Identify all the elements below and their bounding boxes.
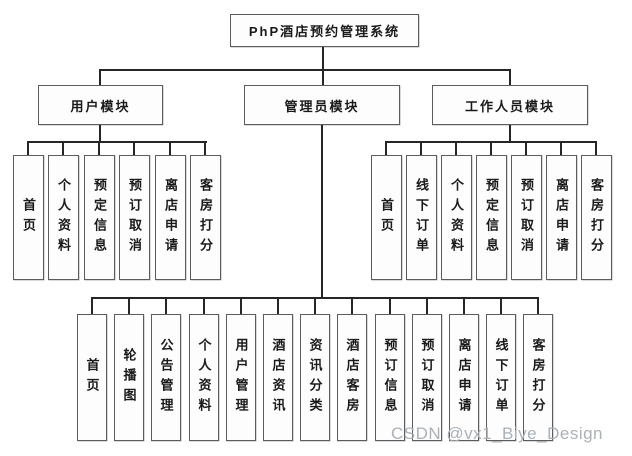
connector-vline: [204, 141, 206, 156]
connector-vline: [500, 297, 502, 315]
connector-vline: [525, 141, 527, 156]
connector-vline: [314, 297, 316, 315]
node-module-staff: 工作人员模块: [432, 85, 588, 125]
node-admin-room-rating: 客房打分: [523, 314, 553, 441]
connector-vline: [509, 69, 511, 86]
node-user-checkout-request: 离店申请: [155, 155, 186, 280]
node-user-room-rating: 客房打分: [190, 155, 221, 280]
connector-vline: [99, 69, 101, 86]
node-admin-offline-orders: 线下订单: [486, 314, 516, 441]
csdn-watermark: CSDN @vx1_Biye_Design: [391, 424, 604, 443]
connector-vline: [27, 141, 29, 156]
connector-vline: [322, 69, 324, 86]
node-admin-profile: 个人资料: [189, 314, 219, 441]
connector-vline: [389, 297, 391, 315]
node-admin-hotel-news: 酒店资讯: [263, 314, 293, 441]
connector-vline: [322, 47, 324, 70]
node-staff-booking-info: 预定信息: [476, 155, 507, 280]
connector-vline: [240, 297, 242, 315]
connector-vline: [99, 125, 101, 141]
node-admin-announcement-mgmt: 公告管理: [151, 314, 181, 441]
node-staff-booking-cancel: 预订取消: [511, 155, 542, 280]
node-module-admin: 管理员模块: [244, 85, 400, 125]
connector-vline: [277, 297, 279, 315]
node-staff-home: 首页: [371, 155, 402, 280]
connector-vline: [165, 297, 167, 315]
connector-vline: [169, 141, 171, 156]
node-admin-booking-info: 预订信息: [375, 314, 405, 441]
node-admin-carousel: 轮播图: [114, 314, 144, 441]
connector-hline: [99, 69, 511, 71]
connector-vline: [128, 297, 130, 315]
node-root-system: PhP酒店预约管理系统: [230, 14, 419, 47]
connector-vline: [133, 141, 135, 156]
node-staff-checkout-request: 离店申请: [546, 155, 577, 280]
node-user-booking-cancel: 预订取消: [119, 155, 150, 280]
connector-vline: [463, 297, 465, 315]
connector-vline: [98, 141, 100, 156]
connector-vline: [91, 297, 93, 315]
node-admin-booking-cancel: 预订取消: [412, 314, 442, 441]
connector-vline: [420, 141, 422, 156]
node-staff-profile: 个人资料: [441, 155, 472, 280]
connector-vline: [321, 125, 323, 298]
connector-vline: [351, 297, 353, 315]
connector-vline: [426, 297, 428, 315]
node-admin-checkout-request: 离店申请: [449, 314, 479, 441]
node-admin-hotel-rooms: 酒店客房: [337, 314, 367, 441]
connector-vline: [537, 297, 539, 315]
connector-vline: [509, 125, 511, 141]
node-user-home: 首页: [13, 155, 44, 280]
connector-vline: [490, 141, 492, 156]
node-staff-room-rating: 客房打分: [581, 155, 612, 280]
node-staff-offline-orders: 线下订单: [406, 155, 437, 280]
node-user-booking-info: 预定信息: [84, 155, 115, 280]
connector-vline: [62, 141, 64, 156]
connector-vline: [455, 141, 457, 156]
connector-vline: [385, 141, 387, 156]
connector-vline: [560, 141, 562, 156]
node-module-user: 用户模块: [38, 85, 163, 125]
connector-vline: [595, 141, 597, 156]
node-admin-home: 首页: [77, 314, 107, 441]
node-user-profile: 个人资料: [48, 155, 79, 280]
node-admin-user-mgmt: 用户管理: [226, 314, 256, 441]
connector-hline: [27, 141, 207, 143]
connector-vline: [203, 297, 205, 315]
node-admin-news-category: 资讯分类: [300, 314, 330, 441]
